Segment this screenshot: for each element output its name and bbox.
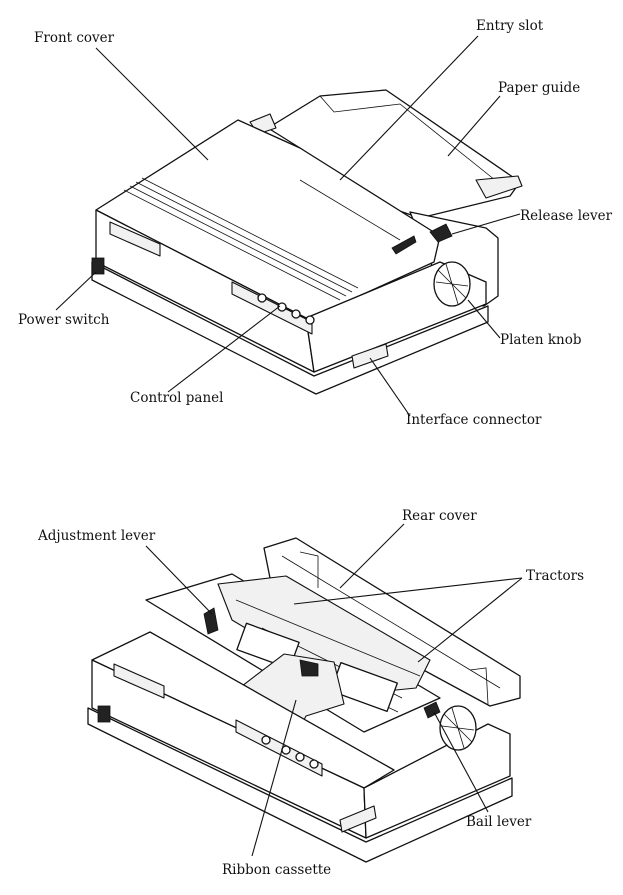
label-control-panel: Control panel [130, 390, 223, 406]
label-paper-guide: Paper guide [498, 80, 580, 96]
printer-closed-illustration [92, 90, 522, 394]
label-adjustment-lever: Adjustment lever [37, 528, 156, 544]
label-tractors: Tractors [526, 568, 584, 584]
label-front-cover: Front cover [34, 30, 115, 46]
label-entry-slot: Entry slot [476, 18, 544, 34]
label-ribbon-cassette: Ribbon cassette [222, 862, 331, 878]
label-release-lever: Release lever [520, 208, 613, 224]
label-interface-connector: Interface connector [406, 412, 542, 428]
printer-open-illustration [88, 538, 520, 862]
label-rear-cover: Rear cover [402, 508, 477, 524]
label-power-switch: Power switch [18, 312, 110, 328]
label-platen-knob: Platen knob [500, 332, 582, 348]
label-bail-lever: Bail lever [466, 814, 532, 830]
